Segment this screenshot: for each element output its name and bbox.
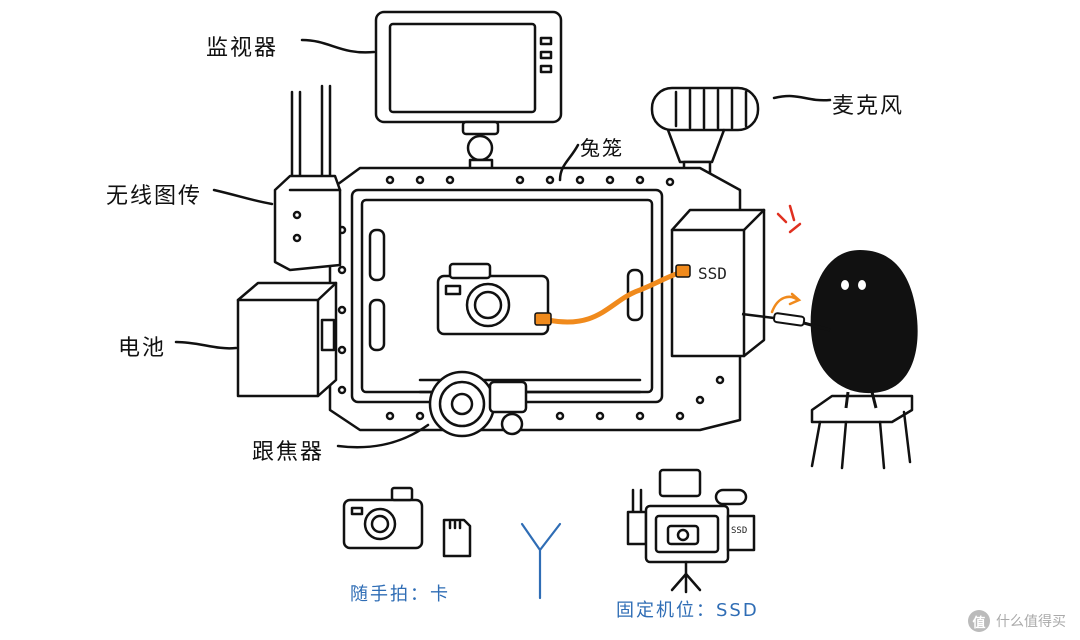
label-battery: 电池: [118, 336, 167, 361]
mini-rig-drawing: [626, 468, 756, 594]
sd-card-drawing: [442, 518, 472, 558]
wireless-transmitter-drawing: [273, 84, 342, 272]
ssd-box-label: SSD: [698, 264, 727, 283]
battery-drawing: [236, 281, 338, 398]
camera-drawing: [436, 262, 550, 336]
label-follow-focus: 跟焦器: [252, 440, 325, 465]
watermark-logo: 值: [968, 610, 990, 632]
hdmi-cable: [545, 269, 685, 325]
watermark-text: 什么值得买: [996, 614, 1066, 630]
blob-character: [741, 250, 918, 409]
mini-ssd-label: SSD: [731, 526, 748, 536]
watermark: 值 什么值得买: [968, 610, 1066, 632]
label-microphone: 麦克风: [832, 94, 905, 119]
label-cage: 兔笼: [580, 136, 624, 160]
mini-camera-drawing: [342, 486, 424, 550]
caption-fixed: 固定机位：SSD: [616, 600, 759, 621]
label-monitor: 监视器: [206, 36, 279, 61]
ssd-drawing: [670, 208, 766, 358]
follow-focus-drawing: [418, 370, 642, 438]
stool-drawing: [810, 394, 914, 470]
caption-handheld: 随手拍：卡: [350, 584, 450, 605]
label-wireless-transmitter: 无线图传: [106, 184, 203, 209]
sparks: [776, 204, 802, 234]
monitor-drawing: [374, 10, 563, 186]
